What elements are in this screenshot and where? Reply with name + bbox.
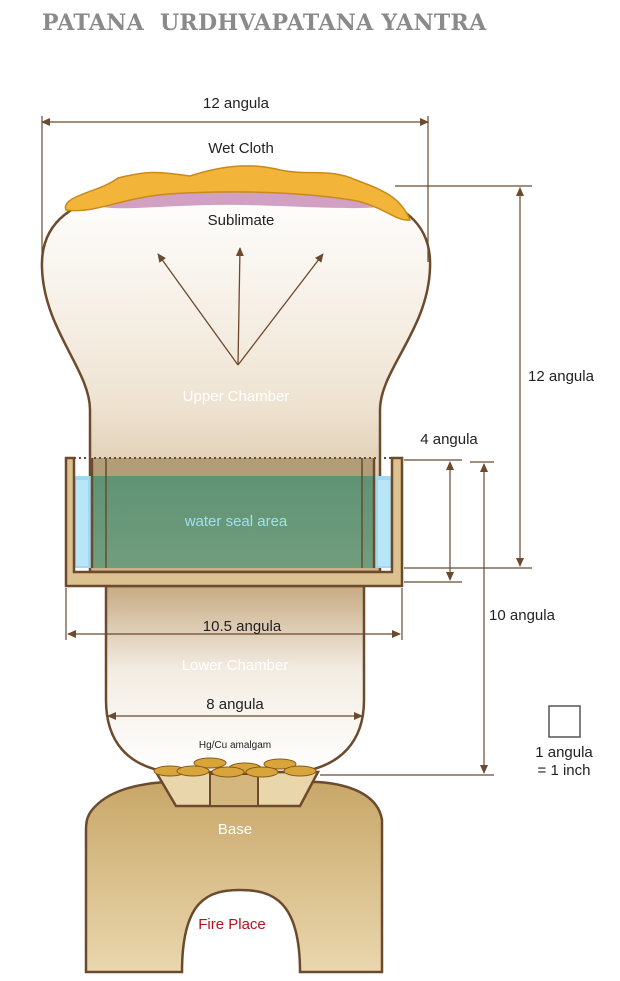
seal-width-label: 10.5 angula bbox=[203, 618, 282, 635]
seal-trough bbox=[64, 456, 404, 588]
amalgam-coins bbox=[153, 757, 317, 778]
base-label: Base bbox=[218, 821, 252, 838]
lower-chamber-label: Lower Chamber bbox=[182, 657, 289, 674]
water-seal-label: water seal area bbox=[184, 513, 288, 530]
legend-line-2: = 1 inch bbox=[538, 762, 591, 779]
legend-line-1: 1 angula bbox=[535, 744, 593, 761]
page-title: PATANA URDHVAPATANA YANTRA bbox=[42, 10, 487, 36]
base-neck bbox=[209, 773, 259, 807]
fire-place-label: Fire Place bbox=[198, 916, 266, 933]
dimension-lines bbox=[41, 116, 532, 776]
base-block bbox=[84, 780, 384, 974]
sublimate-label: Sublimate bbox=[208, 212, 275, 229]
top-width-label: 12 angula bbox=[203, 95, 270, 112]
water-glare-left bbox=[76, 480, 88, 566]
upper-chamber-label: Upper Chamber bbox=[183, 388, 290, 405]
legend-square bbox=[548, 705, 581, 738]
water-glare-right bbox=[378, 480, 390, 566]
amalgam-label: Hg/Cu amalgam bbox=[199, 740, 271, 751]
wet-cloth bbox=[64, 165, 412, 221]
upper-height-label: 12 angula bbox=[528, 368, 595, 385]
chamber-wall-band bbox=[92, 458, 374, 476]
water-seal-center bbox=[92, 476, 374, 568]
bottom-width-label: 8 angula bbox=[206, 696, 264, 713]
lower-height-label: 10 angula bbox=[489, 607, 556, 624]
wet-cloth-label: Wet Cloth bbox=[208, 140, 274, 157]
seal-depth-label: 4 angula bbox=[420, 431, 478, 448]
vapour-arrows bbox=[157, 247, 324, 366]
